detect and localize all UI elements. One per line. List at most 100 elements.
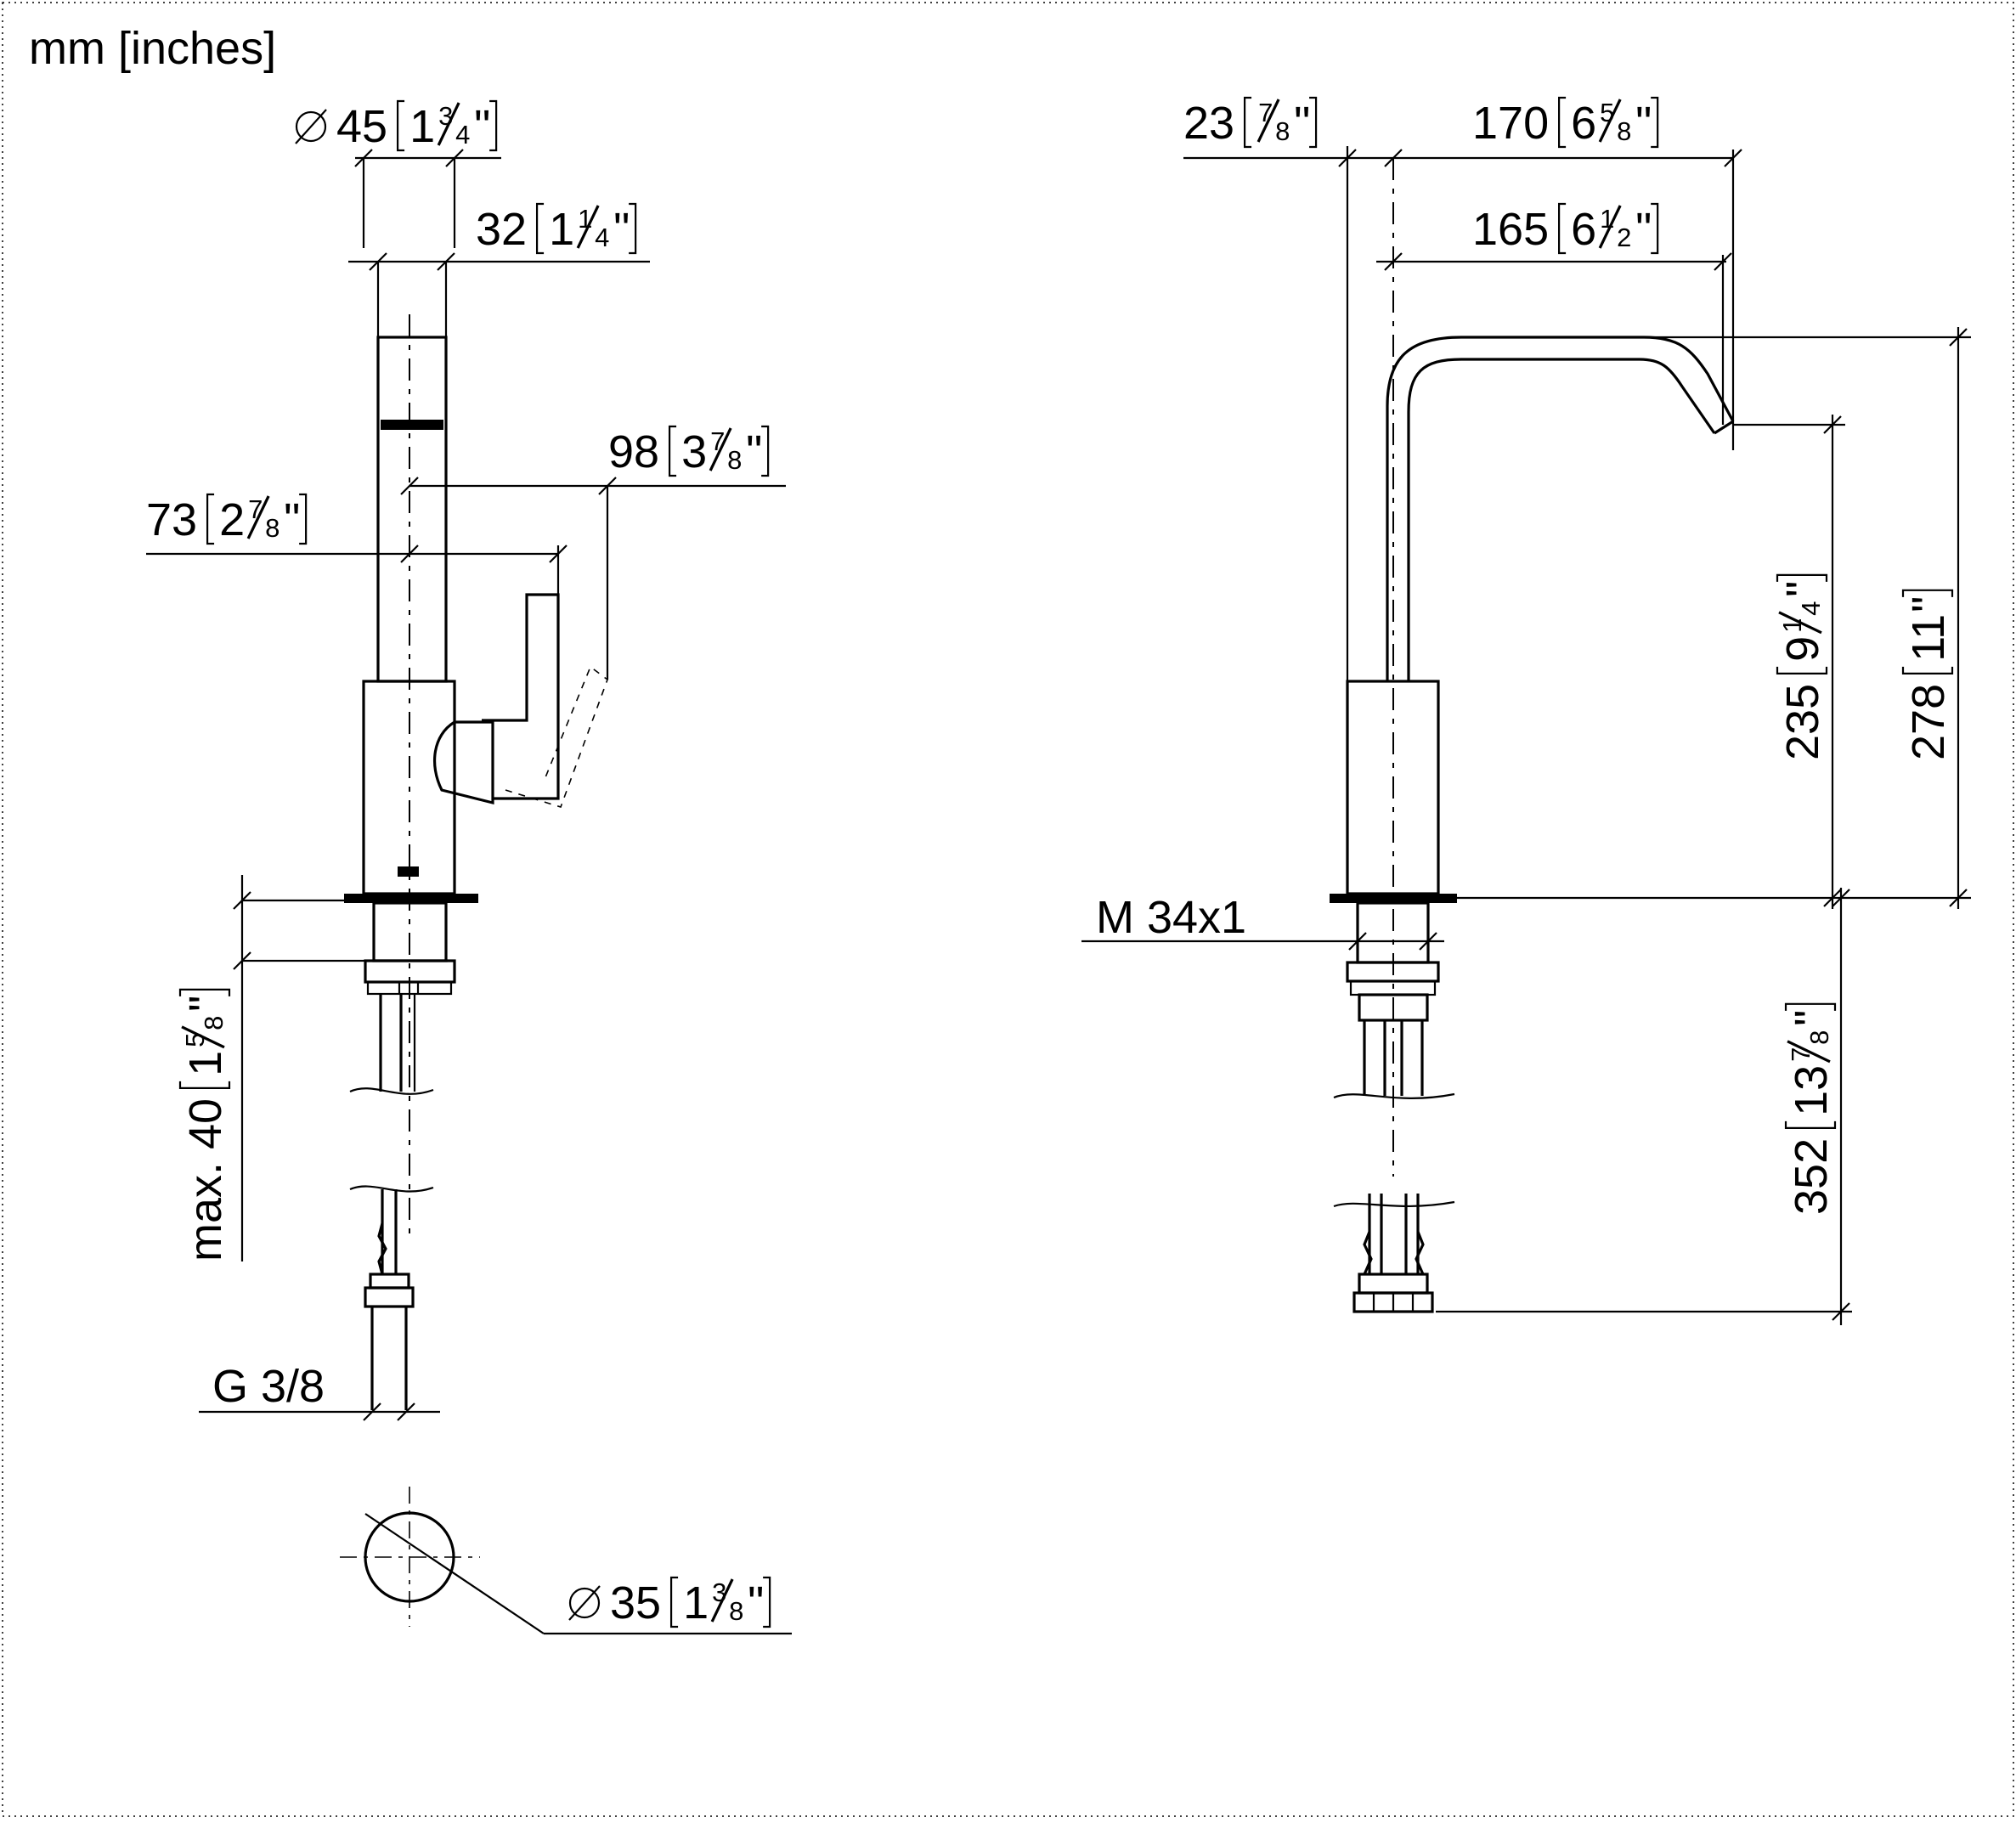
side-view-dimensions <box>146 149 792 1635</box>
bracket-close <box>761 425 770 477</box>
inch-mark: " <box>474 101 490 152</box>
lever-hub <box>433 720 494 805</box>
dim-value-inch-whole: 6 <box>1571 98 1596 149</box>
diameter-icon <box>568 1587 601 1619</box>
inch-mark: " <box>746 426 762 477</box>
bracket-open <box>396 99 405 152</box>
aerator-band <box>381 420 443 430</box>
dim-fraction-denominator: 8 <box>1617 116 1631 146</box>
bracket-open <box>535 202 545 255</box>
dim-fraction-numerator: 7 <box>248 494 263 524</box>
inch-mark: " <box>613 204 630 255</box>
inch-mark: " <box>1294 98 1310 149</box>
spout-outer <box>1386 336 1735 681</box>
spout-tip <box>1714 420 1734 435</box>
dim-fraction-denominator: 8 <box>265 513 280 543</box>
spout-column <box>376 336 448 683</box>
dim-value-mm: 170 <box>1472 98 1549 149</box>
dim-value-mm: 235 <box>1777 684 1828 760</box>
front-break-top <box>1333 1092 1455 1099</box>
dim-value-mm: 32 <box>476 204 527 255</box>
bracket-open <box>669 1576 679 1628</box>
bracket-open <box>206 493 215 545</box>
fraction-slash <box>1256 99 1280 143</box>
front-view <box>1330 158 1735 1313</box>
dim-value-mm: 45 <box>336 101 387 152</box>
bracket-open <box>1558 96 1567 149</box>
dim-fraction-denominator: 4 <box>1796 601 1826 616</box>
dim-fraction-numerator: 1 <box>578 204 592 234</box>
inch-mark: " <box>1635 204 1652 255</box>
hose-fitting <box>369 1273 410 1290</box>
dim-value-mm: 352 <box>1786 1138 1837 1215</box>
hose-nut <box>364 1286 415 1308</box>
dim-fraction-denominator: 8 <box>727 445 742 475</box>
dim-value-mm: 165 <box>1472 204 1549 255</box>
inch-mark: " <box>1786 1010 1837 1026</box>
dim-fraction-numerator: 7 <box>710 426 725 456</box>
fraction-slash <box>437 102 460 146</box>
fraction-slash <box>1778 611 1822 635</box>
dim-fraction-denominator: 8 <box>729 1596 743 1626</box>
dim-fraction-numerator: 3 <box>712 1577 726 1607</box>
dim-fraction-denominator: 8 <box>199 1016 229 1030</box>
dim-value-inch-whole: 9 <box>1777 636 1828 662</box>
dim-value-mm: 278 <box>1903 684 1954 760</box>
thread-label-g38: G 3/8 <box>212 1361 325 1412</box>
inch-mark: " <box>284 494 300 545</box>
bracket-open <box>178 1081 231 1090</box>
break-line-bottom <box>349 1185 434 1193</box>
bracket-close <box>1651 202 1659 255</box>
dim-fraction-denominator: 8 <box>1804 1030 1834 1045</box>
bracket-close <box>629 202 637 255</box>
bracket-close <box>299 493 308 545</box>
dim-fraction-denominator: 4 <box>595 223 609 252</box>
inch-mark: " <box>748 1577 764 1628</box>
diameter-icon <box>295 110 327 143</box>
bracket-open <box>1784 1120 1837 1129</box>
dim-value-inch-whole: 1 <box>549 204 574 255</box>
front-view-dimensions <box>1081 146 1971 1325</box>
dim-value-inch-whole: 1 <box>683 1577 709 1628</box>
dim-value-inch-whole: 1 <box>409 101 435 152</box>
dim-value-inch-whole: 13 <box>1786 1065 1837 1116</box>
fraction-slash <box>1598 205 1622 249</box>
dim-value-mm: 73 <box>146 494 197 545</box>
dim-value-mm: 98 <box>608 426 659 477</box>
front-break-bottom <box>1333 1200 1455 1208</box>
dim-fraction-numerator: 5 <box>180 1033 210 1047</box>
fraction-slash <box>1598 99 1622 143</box>
spout-inner <box>1407 358 1716 681</box>
fraction-slash <box>246 495 270 539</box>
dim-fraction-numerator: 1 <box>1600 204 1614 234</box>
inch-mark: " <box>180 996 231 1012</box>
dim-value-inch-whole: 2 <box>219 494 245 545</box>
fraction-slash <box>710 1578 734 1623</box>
dim-fraction-numerator: 3 <box>438 101 453 131</box>
fraction-slash <box>709 427 732 471</box>
bracket-close <box>1309 96 1318 149</box>
dim-value-inch-whole: 11 <box>1903 614 1954 662</box>
thread-label-m34: M 34x1 <box>1096 892 1246 943</box>
fraction-slash <box>576 205 600 249</box>
dim-value-mm: 35 <box>610 1577 661 1628</box>
bracket-close <box>489 99 498 152</box>
dim-fraction-numerator: 5 <box>1600 98 1614 127</box>
base-plate <box>344 894 478 903</box>
bracket-close <box>1784 1002 1837 1011</box>
dim-fraction-denominator: 8 <box>1275 116 1290 146</box>
dim-value-inch-whole: 3 <box>681 426 707 477</box>
dim-fraction-numerator: 7 <box>1258 98 1273 127</box>
dim-value-inch-whole: 6 <box>1571 204 1596 255</box>
lever-handle <box>482 593 560 800</box>
dim-fraction-numerator: 7 <box>1786 1047 1816 1062</box>
